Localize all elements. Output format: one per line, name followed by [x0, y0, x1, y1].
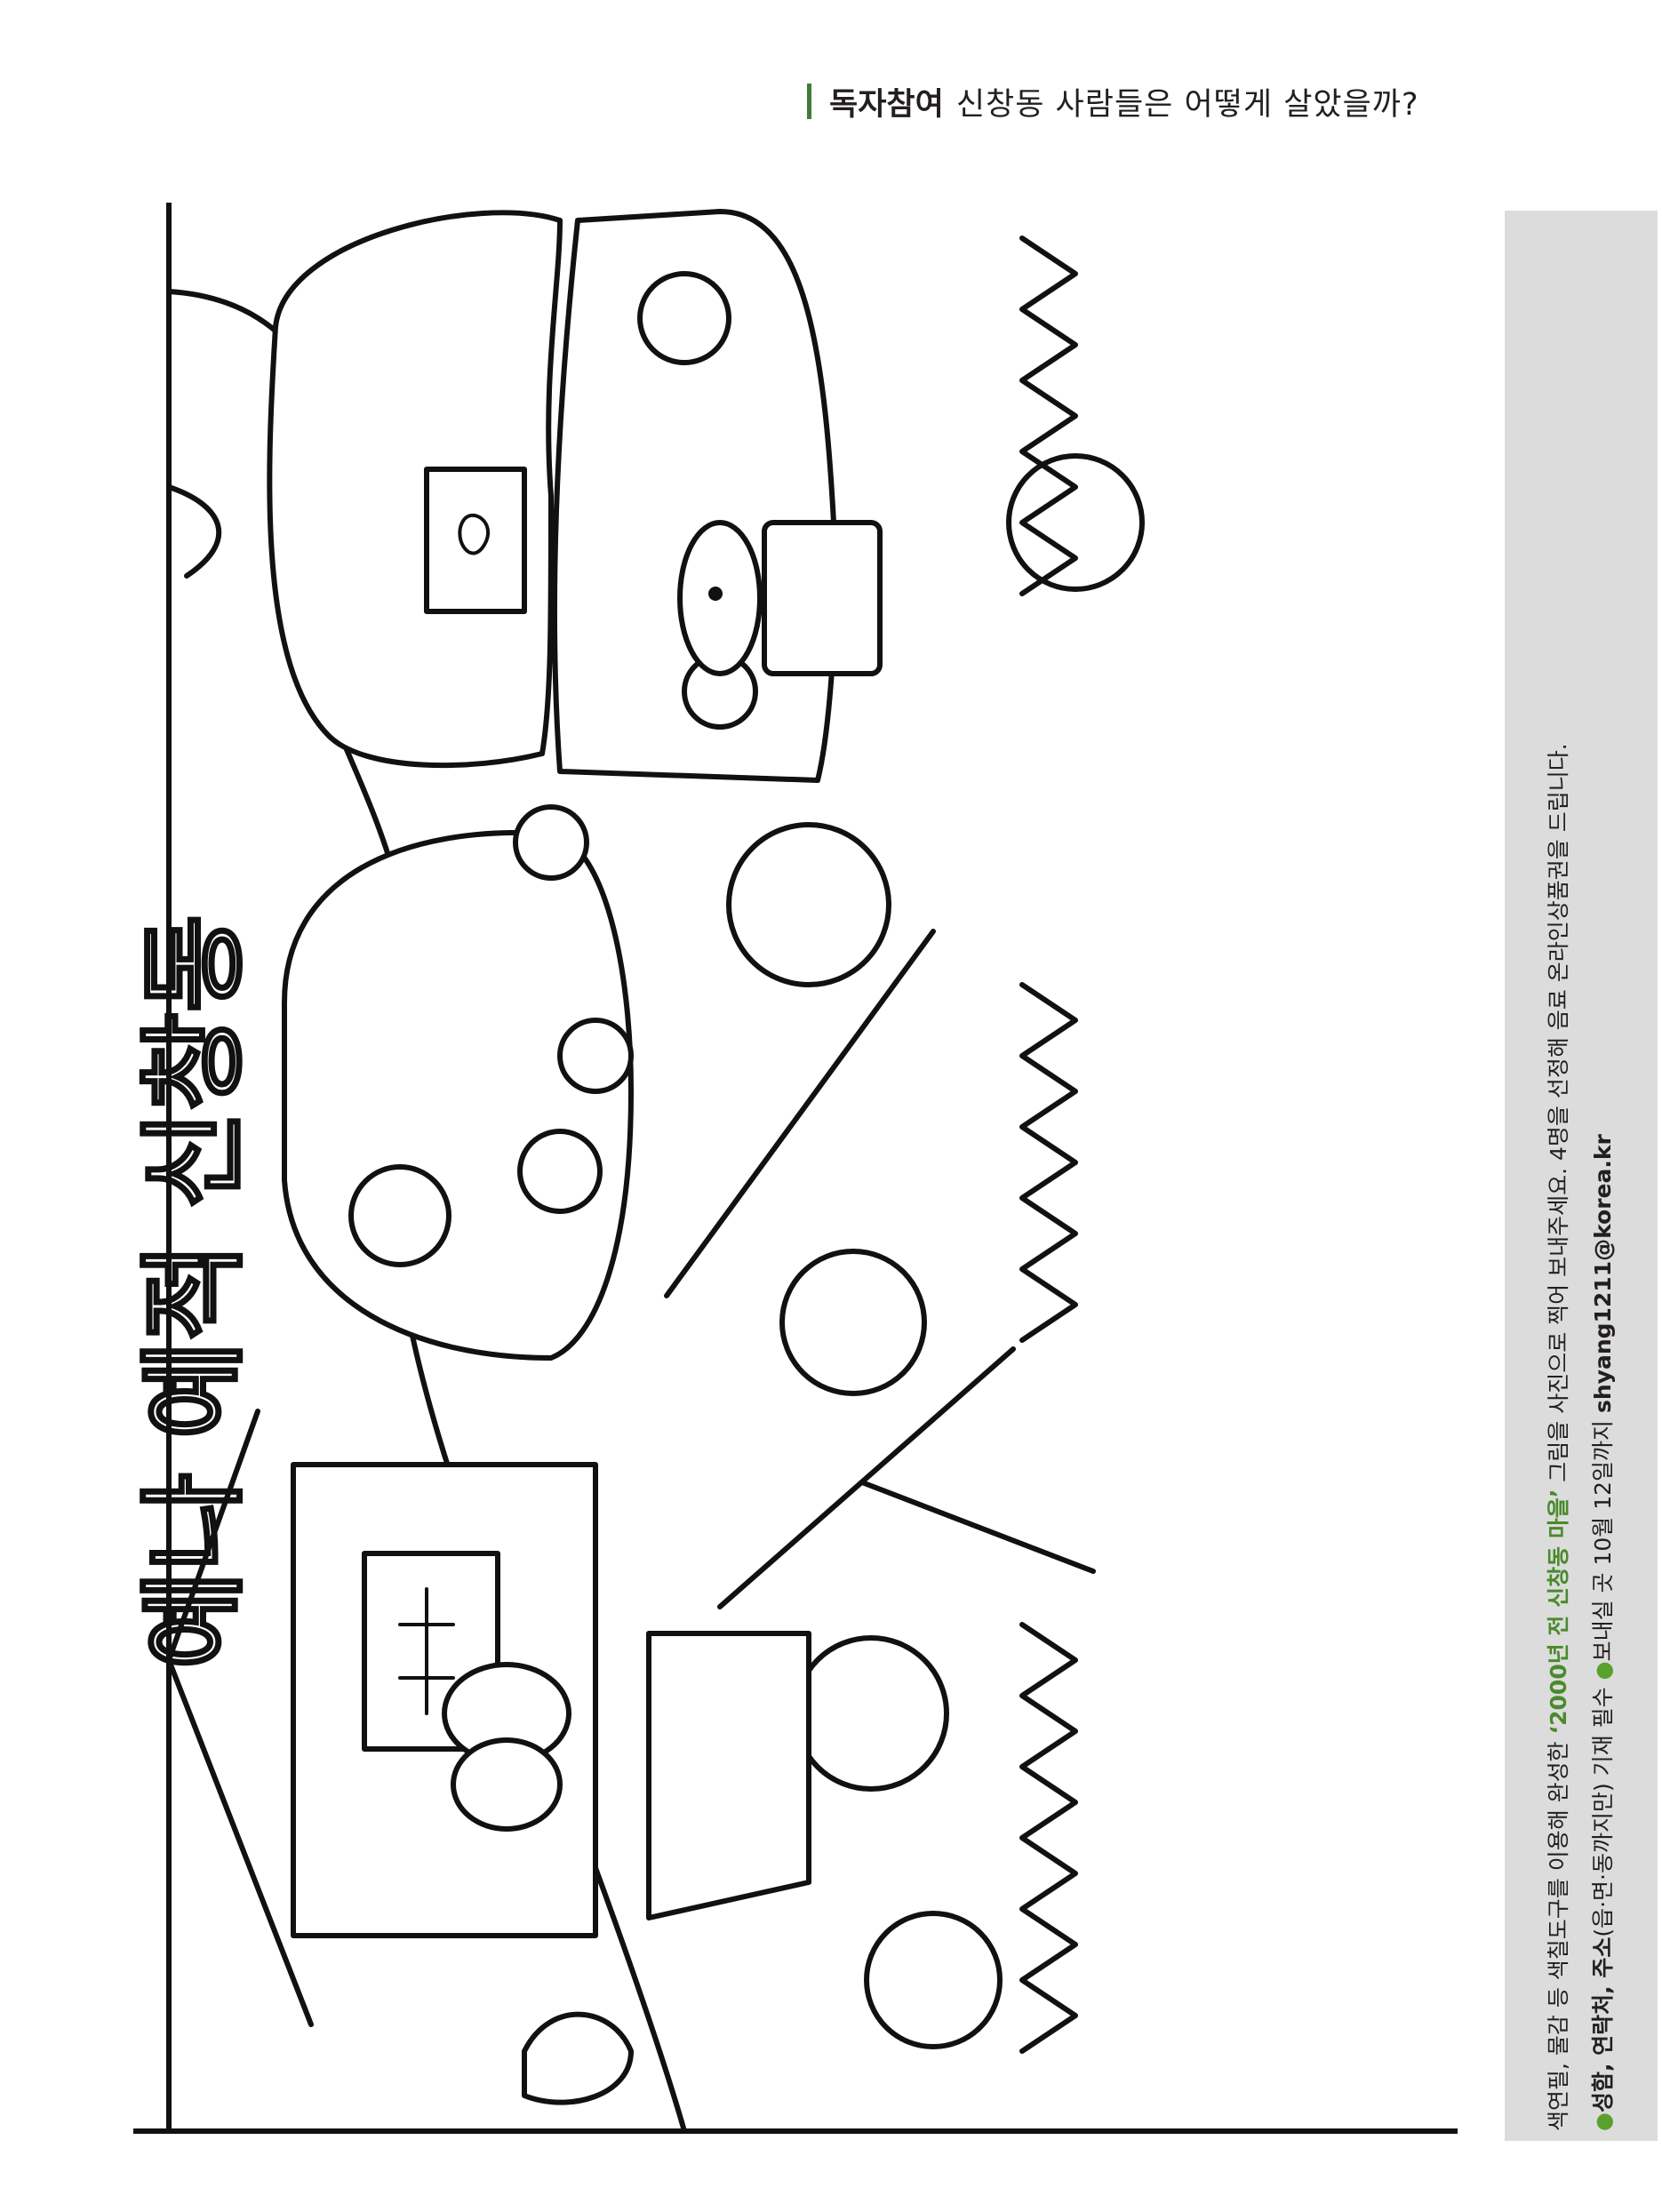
- tool-handle-2: [717, 1346, 1016, 1609]
- sidebar-line-1: 색연필, 물감 등 색칠도구를 이용해 완성한 ‘2000년 전 신창동 마을’…: [1537, 220, 1581, 2131]
- person-head-1: [348, 1164, 451, 1267]
- person-head-2: [517, 1129, 603, 1214]
- illustration-title-line1: 예나 예적 신창동: [133, 914, 257, 1669]
- header-accent-bar: [807, 84, 811, 119]
- grass-zigzag-3: [1019, 1622, 1078, 2054]
- storehouse-door-bolt: [398, 1587, 455, 1715]
- person-head-3: [557, 1018, 634, 1094]
- illustration-svg: 예나 예적 신창동: [131, 200, 1460, 2134]
- header-category: 독자참여: [829, 86, 944, 123]
- hut-door: [424, 467, 527, 614]
- hill-curve: [166, 484, 222, 579]
- sidebar-email[interactable]: shyang1211@korea.kr: [1590, 1134, 1616, 1414]
- sidebar-line-2: ●성함, 연락처, 주소(읍·면·동까지만) 기재 필수 ●보내실 곳 10월 …: [1581, 220, 1626, 2131]
- hut-door-flame: [458, 513, 491, 555]
- person-head-8: [779, 1249, 927, 1396]
- sidebar-line1-highlight: ‘2000년 전 신창동 마을’: [1546, 1489, 1571, 1735]
- grass-zigzag-1: [1019, 236, 1078, 596]
- person-head-7: [726, 822, 891, 987]
- tool-handle-3: [859, 1480, 1096, 1574]
- bullet-dot-1: ●: [1591, 2112, 1616, 2131]
- instruction-sidebar: 색연필, 물감 등 색칠도구를 이용해 완성한 ‘2000년 전 신창동 마을’…: [1505, 211, 1658, 2141]
- hut-roof-middle: [282, 830, 634, 1361]
- person-head-9: [793, 1635, 949, 1792]
- person-head-11: [1006, 453, 1145, 592]
- sidebar-line2-send: 보내실 곳 10월 12일까지: [1590, 1413, 1616, 1662]
- illustration-title-group: 예나 예적 신창동: [131, 911, 260, 1672]
- person-head-4: [513, 804, 589, 881]
- sidebar-line2-rest: (읍·면·동까지만) 기재 필수: [1590, 1687, 1616, 1937]
- bullet-dot-2: ●: [1591, 1661, 1616, 1681]
- pot-spot: [708, 587, 723, 601]
- sidebar-text-block: 색연필, 물감 등 색칠도구를 이용해 완성한 ‘2000년 전 신창동 마을’…: [1537, 220, 1626, 2131]
- dog: [522, 2011, 634, 2105]
- storehouse-roof-edge: [166, 1409, 314, 2027]
- woven-mat: [646, 1631, 811, 1921]
- person-head-6: [637, 271, 731, 365]
- sidebar-line1-post: 그림을 사진으로 찍어 보내주세요. 4명을 선정해 음료 온라인상품권을 드립…: [1546, 743, 1571, 1489]
- page-header: 독자참여 신창동 사람들은 어떻게 살았을까?: [807, 78, 1419, 124]
- sidebar-line1-pre: 색연필, 물감 등 색칠도구를 이용해 완성한: [1546, 1734, 1571, 2131]
- person-head-10: [864, 1911, 1003, 2049]
- fire-pot: [762, 520, 883, 676]
- header-title: 신창동 사람들은 어떻게 살았을까?: [955, 86, 1419, 123]
- grass-zigzag-2: [1019, 982, 1078, 1343]
- sidebar-line2-bold: 성함, 연락처, 주소: [1590, 1936, 1616, 2113]
- coloring-illustration: 예나 예적 신창동: [131, 200, 1460, 2140]
- hut-roof-top: [267, 210, 563, 769]
- tool-handle-1: [664, 929, 936, 1298]
- jar-two: [451, 1737, 563, 1832]
